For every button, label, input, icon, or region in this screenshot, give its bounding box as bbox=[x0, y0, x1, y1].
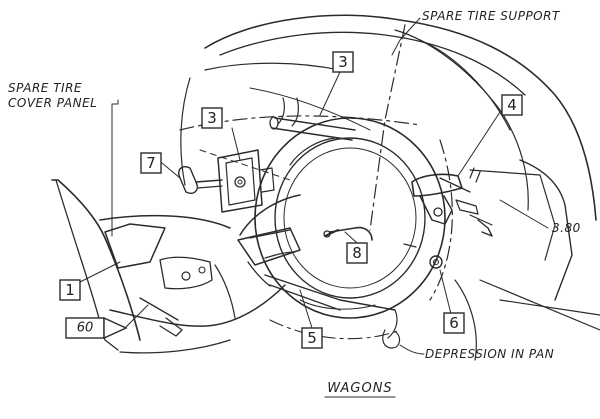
callout-1: 1 bbox=[59, 279, 81, 301]
callout-4-number: 4 bbox=[507, 96, 517, 114]
spare-tire bbox=[254, 117, 446, 319]
body-outline bbox=[180, 14, 600, 361]
label-dimension: 3.80 bbox=[552, 221, 581, 235]
tire-well-housing bbox=[237, 194, 301, 287]
bracket-plate bbox=[217, 149, 275, 213]
callout-4: 4 bbox=[501, 94, 523, 116]
callout-7: 7 bbox=[140, 152, 162, 174]
callout-6: 6 bbox=[443, 312, 465, 334]
cover-panel bbox=[51, 179, 286, 354]
callout-8: 8 bbox=[346, 242, 368, 264]
callout-6-number: 6 bbox=[449, 314, 459, 332]
leader-lines bbox=[79, 17, 549, 355]
callout-3-mid-number: 3 bbox=[207, 109, 217, 127]
callout-1-number: 1 bbox=[65, 281, 75, 299]
hold-down-bolt bbox=[323, 226, 373, 241]
upper-support-bar bbox=[269, 97, 356, 141]
label-cover-panel-line1: SPARE TIRE bbox=[8, 81, 82, 95]
callout-60-number: 60 bbox=[77, 321, 94, 336]
spare-tire-support-lines bbox=[179, 24, 453, 340]
label-depression-in-pan: DEPRESSION IN PAN bbox=[425, 347, 554, 361]
label-cover-panel-line2: COVER PANEL bbox=[8, 96, 97, 110]
caption-wagons: WAGONS bbox=[327, 381, 392, 396]
callout-7-number: 7 bbox=[146, 154, 156, 172]
callout-5: 5 bbox=[301, 327, 323, 349]
floor-pan-edge bbox=[264, 274, 401, 349]
side-bracket bbox=[469, 214, 493, 237]
callout-3-mid: 3 bbox=[201, 107, 223, 129]
callout-60: 60 bbox=[65, 316, 128, 340]
callout-8-number: 8 bbox=[352, 244, 362, 262]
washer-nut bbox=[403, 243, 443, 269]
callout-3-top-number: 3 bbox=[338, 53, 348, 71]
callout-3-top: 3 bbox=[332, 51, 354, 73]
callout-5-number: 5 bbox=[307, 329, 317, 347]
label-spare-tire-support: SPARE TIRE SUPPORT bbox=[422, 9, 561, 23]
wing-nut bbox=[178, 166, 223, 194]
latch-mechanism bbox=[411, 167, 481, 225]
